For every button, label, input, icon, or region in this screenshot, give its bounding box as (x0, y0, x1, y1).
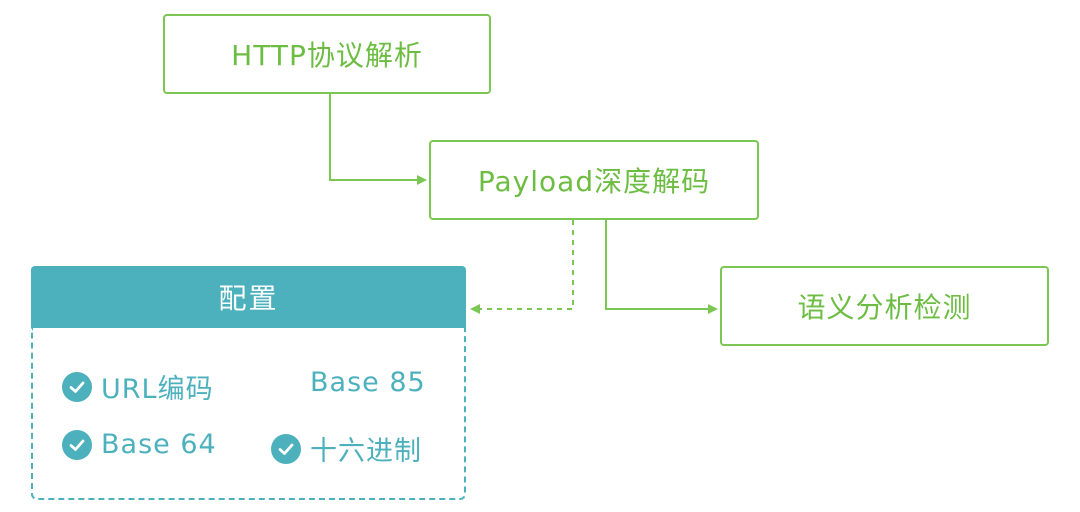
check-circle-icon (62, 429, 92, 460)
arrow-payload-to-config (470, 220, 574, 314)
config-title: 配置 (218, 282, 279, 315)
http-protocol-parse-node: HTTP协议解析 (163, 14, 491, 94)
option-url-encoding[interactable]: URL编码 (62, 367, 214, 406)
payload-deep-decode-node: Payload深度解码 (429, 140, 759, 220)
config-body (31, 328, 466, 500)
payload-node-label: Payload深度解码 (477, 165, 711, 198)
semantic-node-label: 语义分析检测 (797, 291, 972, 324)
option-hexadecimal[interactable]: 十六进制 (271, 429, 422, 468)
check-circle-icon (62, 371, 92, 402)
option-base64[interactable]: Base 64 (62, 429, 217, 460)
option-base85[interactable]: Base 85 (310, 367, 426, 398)
http-node-label: HTTP协议解析 (231, 39, 423, 72)
check-circle-icon (271, 433, 301, 464)
config-header: 配置 (31, 266, 466, 328)
config-panel: 配置 (31, 266, 466, 500)
semantic-analysis-node: 语义分析检测 (720, 266, 1049, 346)
option-label: URL编码 (101, 374, 214, 405)
arrow-payload-to-semantic (605, 220, 718, 314)
option-label: Base 85 (310, 367, 426, 398)
option-label: 十六进制 (310, 436, 422, 467)
option-label: Base 64 (101, 429, 217, 460)
arrow-http-to-payload (329, 94, 427, 185)
